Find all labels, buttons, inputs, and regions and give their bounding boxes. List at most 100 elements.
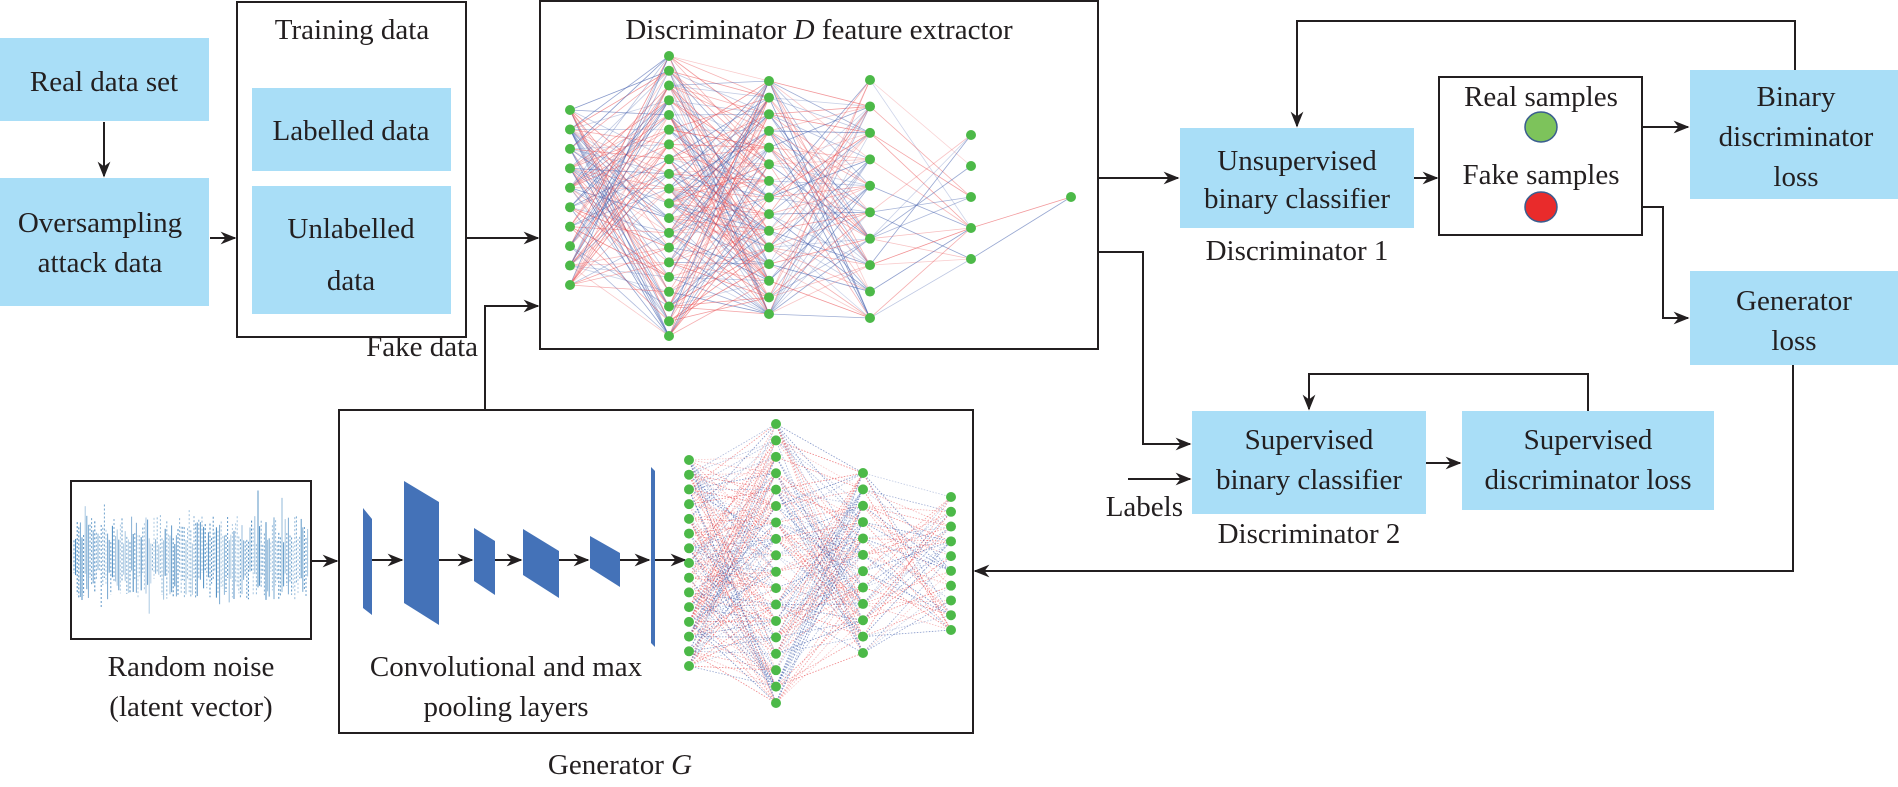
network-edge xyxy=(668,113,770,175)
network-edge xyxy=(688,456,777,623)
real-data-set-box: Real data set xyxy=(0,38,209,121)
network-edge xyxy=(775,538,864,655)
network-edge xyxy=(668,114,770,281)
network-edge xyxy=(668,247,770,278)
network-edge xyxy=(569,187,670,263)
network-edge xyxy=(768,247,871,319)
network-edge xyxy=(768,158,871,182)
training-data-box: Training data Labelled data Unlabelled d… xyxy=(236,1,467,338)
network-edge xyxy=(862,505,952,542)
network-edge xyxy=(862,585,952,654)
network-edge xyxy=(569,109,670,292)
network-edge xyxy=(688,473,777,667)
network-edge xyxy=(768,132,871,315)
network-edge xyxy=(569,187,670,219)
network-edge xyxy=(668,202,770,215)
network-edge xyxy=(862,600,952,654)
network-edge xyxy=(668,276,770,282)
network-edge xyxy=(688,456,777,549)
network-edge xyxy=(688,562,777,573)
network-edge xyxy=(569,158,670,286)
network-edge xyxy=(668,80,770,322)
network-edge xyxy=(768,106,871,248)
network-edge xyxy=(668,147,770,263)
network-edge xyxy=(775,521,864,704)
neuron-node xyxy=(684,543,694,554)
network-edge xyxy=(668,230,770,263)
network-edge xyxy=(768,247,871,266)
network-edge xyxy=(688,533,777,687)
network-edge xyxy=(688,562,777,605)
real-sample-circle-icon xyxy=(1524,111,1558,143)
generator-loss-line2: loss xyxy=(1771,325,1816,357)
network-edge xyxy=(668,213,770,307)
network-edge xyxy=(862,554,952,631)
network-edge xyxy=(775,554,864,638)
network-edge xyxy=(569,167,670,234)
neuron-node xyxy=(858,549,868,560)
neuron-node xyxy=(858,631,868,642)
conv-layer-block xyxy=(474,528,495,595)
network-edge xyxy=(668,188,770,198)
network-edge xyxy=(688,489,777,704)
neuron-node xyxy=(684,558,694,568)
network-edge xyxy=(668,55,770,132)
network-edge xyxy=(668,164,770,337)
random-noise-box xyxy=(70,480,312,640)
network-edge xyxy=(688,571,777,608)
network-edge xyxy=(862,540,952,572)
network-edge xyxy=(668,130,770,204)
arrow-discriminator-to-supervised xyxy=(1098,251,1192,451)
network-edge xyxy=(668,99,770,148)
network-edge xyxy=(668,70,770,182)
network-edge xyxy=(775,423,864,556)
network-edge xyxy=(862,505,952,616)
network-edge xyxy=(768,132,871,248)
network-edge xyxy=(862,472,952,572)
neuron-node xyxy=(946,565,956,576)
network-edge xyxy=(688,473,777,652)
network-edge xyxy=(569,144,670,227)
network-edge xyxy=(668,100,770,315)
neuron-node xyxy=(565,202,575,213)
network-edge xyxy=(569,100,670,266)
network-edge xyxy=(569,261,670,266)
network-edge xyxy=(775,603,864,605)
network-edge xyxy=(569,232,670,286)
network-edge xyxy=(869,134,972,266)
supervised-loss-line2: discriminator loss xyxy=(1484,464,1691,496)
neuron-node xyxy=(684,513,694,524)
network-edge xyxy=(862,554,952,587)
network-edge xyxy=(569,173,670,228)
network-edge xyxy=(775,472,864,687)
neuron-node xyxy=(858,566,868,577)
network-edge xyxy=(862,511,952,621)
network-edge xyxy=(768,238,871,298)
network-edge xyxy=(569,187,670,190)
neuron-node xyxy=(771,517,781,528)
network-edge xyxy=(768,180,871,240)
network-edge xyxy=(768,230,871,266)
network-edge xyxy=(775,570,864,687)
network-edge xyxy=(668,188,770,282)
network-edge xyxy=(768,264,871,315)
network-edge xyxy=(688,459,777,671)
network-edge xyxy=(688,522,777,608)
network-edge xyxy=(668,296,770,322)
network-edge xyxy=(569,85,670,247)
neuron-node xyxy=(771,468,781,479)
network-edge xyxy=(768,185,871,198)
network-edge xyxy=(668,158,770,315)
network-layer-6 xyxy=(1066,192,1076,202)
neuron-node xyxy=(764,192,774,203)
network-edge xyxy=(569,173,670,266)
network-edge xyxy=(768,180,871,292)
network-edge xyxy=(862,614,952,638)
network-edge xyxy=(668,130,770,293)
network-edge xyxy=(768,211,871,215)
network-edge xyxy=(569,55,670,286)
network-edge xyxy=(775,538,864,605)
network-edge xyxy=(688,489,777,556)
network-edge xyxy=(688,440,777,564)
network-edge xyxy=(569,55,670,247)
